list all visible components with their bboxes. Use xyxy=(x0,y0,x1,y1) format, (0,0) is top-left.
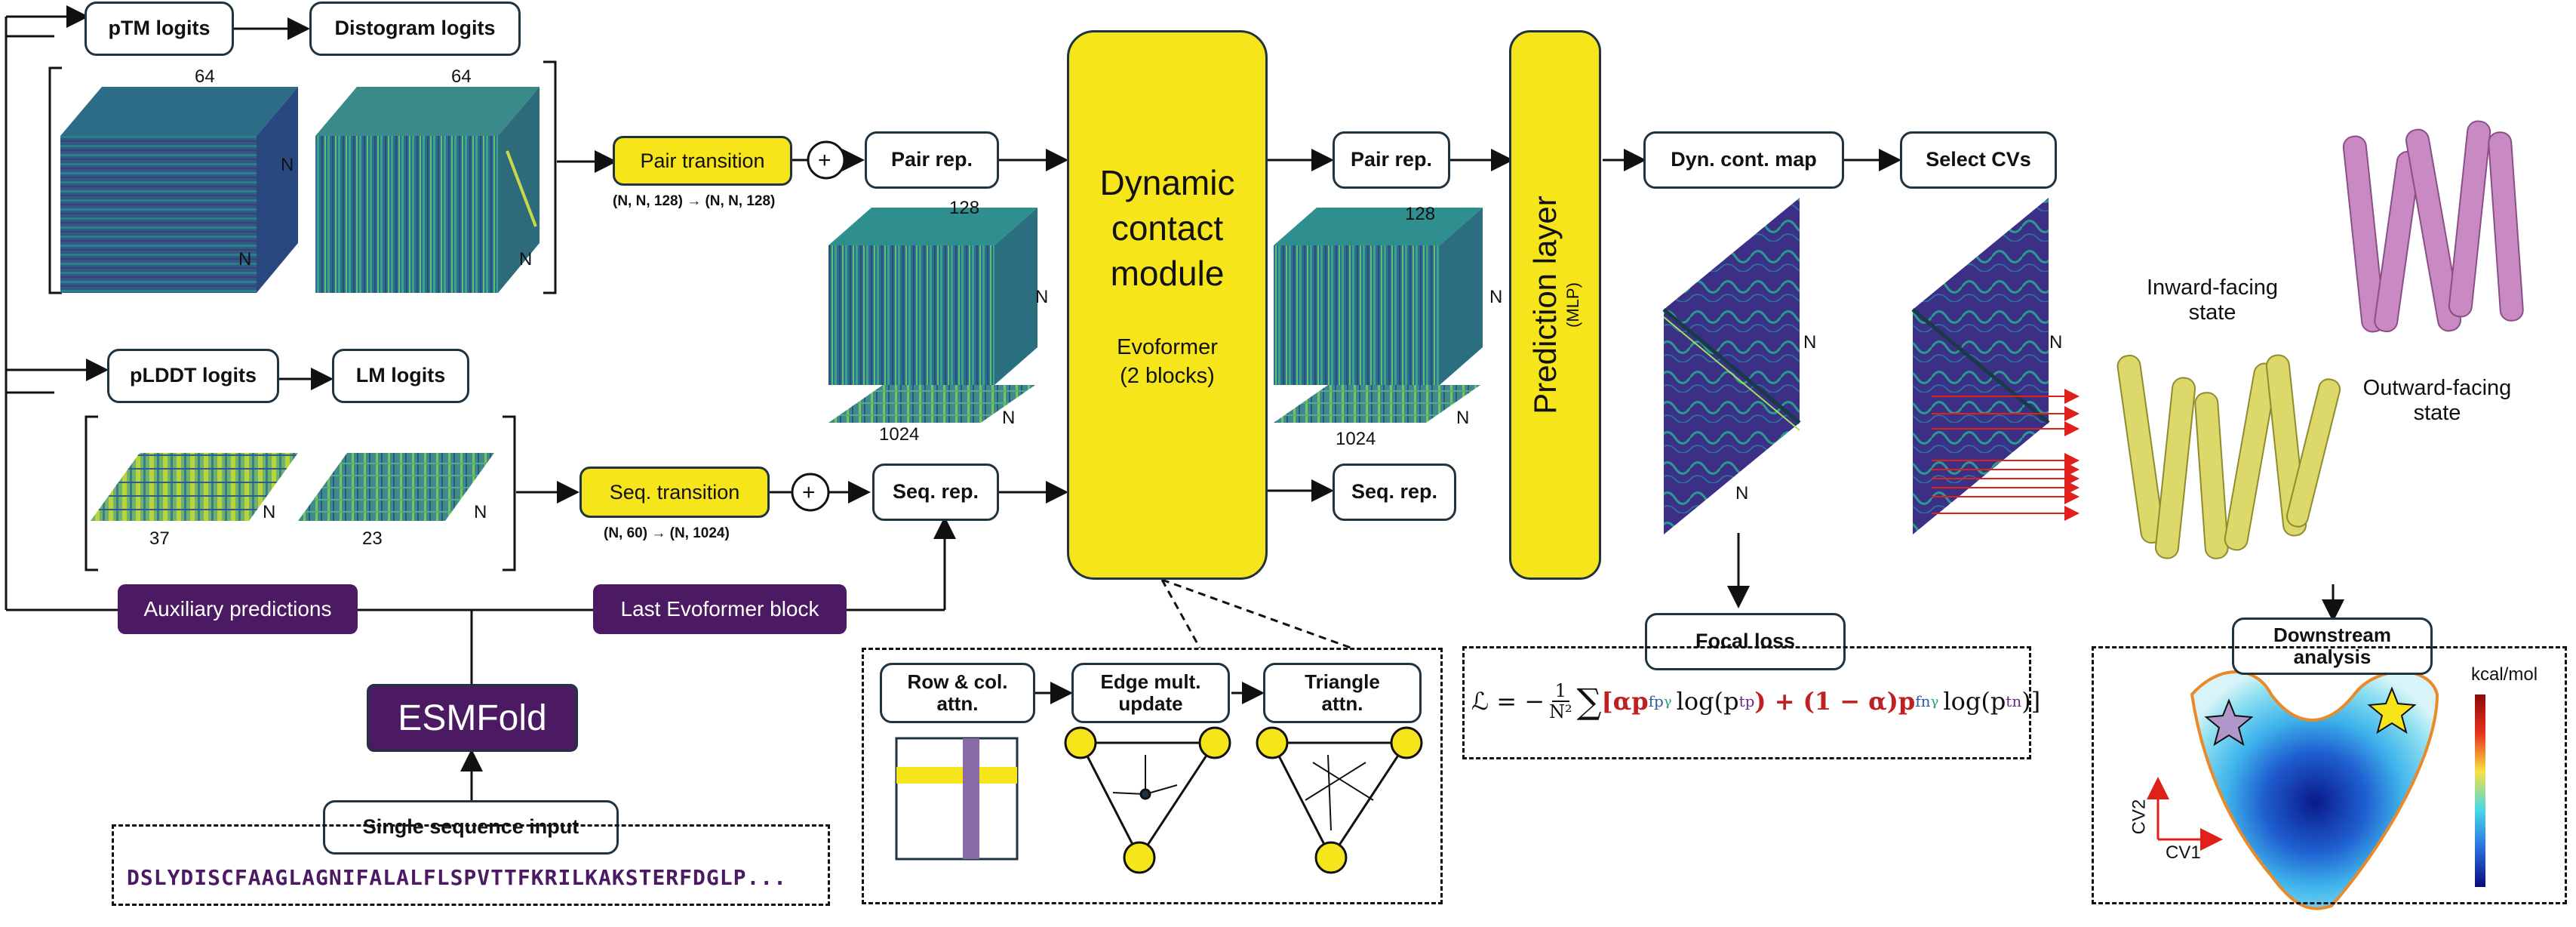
ptm-logits-cube xyxy=(60,87,298,293)
right-cube-top-label: 128 xyxy=(1405,204,1436,224)
focal-loss-formula-frame xyxy=(1462,646,2031,759)
inward-facing-state-label: Inward-facing state xyxy=(2146,276,2279,325)
seq-rep-sheet-right xyxy=(1274,385,1480,423)
pair-rep-box-left: Pair rep. xyxy=(865,131,999,189)
cube1-side-label: N xyxy=(281,155,294,175)
sheet2-dim-label: 23 xyxy=(362,528,383,549)
seq-rep-sheet-left xyxy=(828,385,1035,423)
prediction-layer-label: Prediction layer xyxy=(1527,196,1563,414)
plus-sign-seq: + xyxy=(802,480,816,505)
pair-rep-box-right: Pair rep. xyxy=(1333,131,1450,189)
triangle-attention-icon xyxy=(1256,726,1423,874)
cv-selection-arrows xyxy=(1932,389,2080,521)
cube1-top-label: 64 xyxy=(195,66,215,87)
distogram-logits-cube xyxy=(315,87,539,293)
esmfold-box: ESMFold xyxy=(367,684,578,752)
select-cvs-box: Select CVs xyxy=(1900,131,2057,189)
module-title: Dynamic contact module xyxy=(1099,163,1235,293)
free-energy-landscape xyxy=(2147,670,2485,910)
dyn-cont-map-box: Dyn. cont. map xyxy=(1643,131,1844,189)
last-evoformer-block-box: Last Evoformer block xyxy=(593,584,847,634)
single-sequence-input-box: Single sequence input xyxy=(323,800,619,855)
right-sheet-n-label: N xyxy=(1456,408,1470,428)
plddt-logits-box: pLDDT logits xyxy=(107,349,279,403)
plus-circle-seq xyxy=(791,473,830,512)
cube2-side-label: N xyxy=(519,249,533,269)
module-detail-frame xyxy=(862,648,1443,904)
selected-cv-map xyxy=(1911,198,2050,534)
ptm-logits-box: pTM logits xyxy=(85,2,234,56)
amino-acid-sequence: DSLYDISCFAAGLAGNIFALALFLSPVTTFKRILKAKSTE… xyxy=(127,865,788,890)
middle-lines xyxy=(770,149,2344,622)
plddt-logits-sheet xyxy=(91,453,298,521)
downstream-analysis-frame xyxy=(2092,646,2567,904)
pair-rep-cube-left xyxy=(828,208,1037,385)
left-sheet-dim-label: 1024 xyxy=(879,424,920,445)
cube2-top-label: 64 xyxy=(451,66,472,87)
map-n-side-label: N xyxy=(1803,332,1817,353)
pair-transition-box: Pair transition xyxy=(613,136,792,186)
bracket-logits-bottom xyxy=(85,415,579,571)
lm-logits-box: LM logits xyxy=(332,349,469,403)
module-zoom-lines xyxy=(1160,578,1351,649)
left-sheet-n-label: N xyxy=(1002,408,1016,428)
sheet1-n-label: N xyxy=(263,502,276,522)
map-n-bottom-label: N xyxy=(1735,483,1749,504)
distogram-logits-box: Distogram logits xyxy=(309,2,521,56)
row-col-attn-box: Row & col. attn. xyxy=(880,663,1035,723)
bracket-logits-top xyxy=(48,60,617,294)
focal-loss-box: Focal loss xyxy=(1645,613,1846,670)
cv-map-n-label: N xyxy=(2049,332,2063,353)
prediction-layer-box: Prediction layer (MLP) xyxy=(1509,30,1601,580)
seq-transition-box: Seq. transition xyxy=(579,467,770,518)
right-cube-side-label: N xyxy=(1489,287,1503,307)
lm-logits-sheet xyxy=(298,453,494,521)
dynamic-contact-map xyxy=(1662,198,1801,534)
seq-transition-dims: (N, 60) → (N, 1024) xyxy=(604,525,730,541)
sheet1-dim-label: 37 xyxy=(149,528,170,549)
cube1-bottom-label: N xyxy=(238,249,252,269)
cv1-axis-label: CV1 xyxy=(2166,842,2201,863)
row-col-attention-icon xyxy=(895,737,1019,861)
left-cube-top-label: 128 xyxy=(949,198,980,218)
edge-mult-update-box: Edge mult. update xyxy=(1071,663,1230,723)
plus-circle-pair xyxy=(807,140,846,180)
seq-rep-box-right: Seq. rep. xyxy=(1333,464,1456,521)
seq-rep-box-left: Seq. rep. xyxy=(872,464,999,521)
edge-update-triangle-icon xyxy=(1064,726,1231,874)
module-subtitle: Evoformer (2 blocks) xyxy=(1117,335,1218,389)
pair-transition-dims: (N, N, 128) → (N, N, 128) xyxy=(613,193,776,209)
kcal-mol-label: kcal/mol xyxy=(2471,664,2538,685)
mlp-label: (MLP) xyxy=(1563,282,1582,328)
outward-facing-state-label: Outward-facing state xyxy=(2362,376,2512,425)
right-sheet-dim-label: 1024 xyxy=(1336,429,1376,449)
auxiliary-predictions-box: Auxiliary predictions xyxy=(118,584,358,634)
outward-facing-protein xyxy=(2342,120,2524,333)
sequence-input-frame xyxy=(112,824,830,906)
plus-sign-pair: + xyxy=(818,148,832,173)
triangle-attn-box: Triangle attn. xyxy=(1263,663,1422,723)
sheet2-n-label: N xyxy=(474,502,487,522)
cv2-axis-label: CV2 xyxy=(2129,799,2150,835)
dynamic-contact-module: Dynamic contact module Evoformer (2 bloc… xyxy=(1067,30,1268,580)
inward-facing-protein xyxy=(2116,354,2341,559)
left-cube-side-label: N xyxy=(1035,287,1049,307)
pair-rep-cube-right xyxy=(1274,208,1483,385)
